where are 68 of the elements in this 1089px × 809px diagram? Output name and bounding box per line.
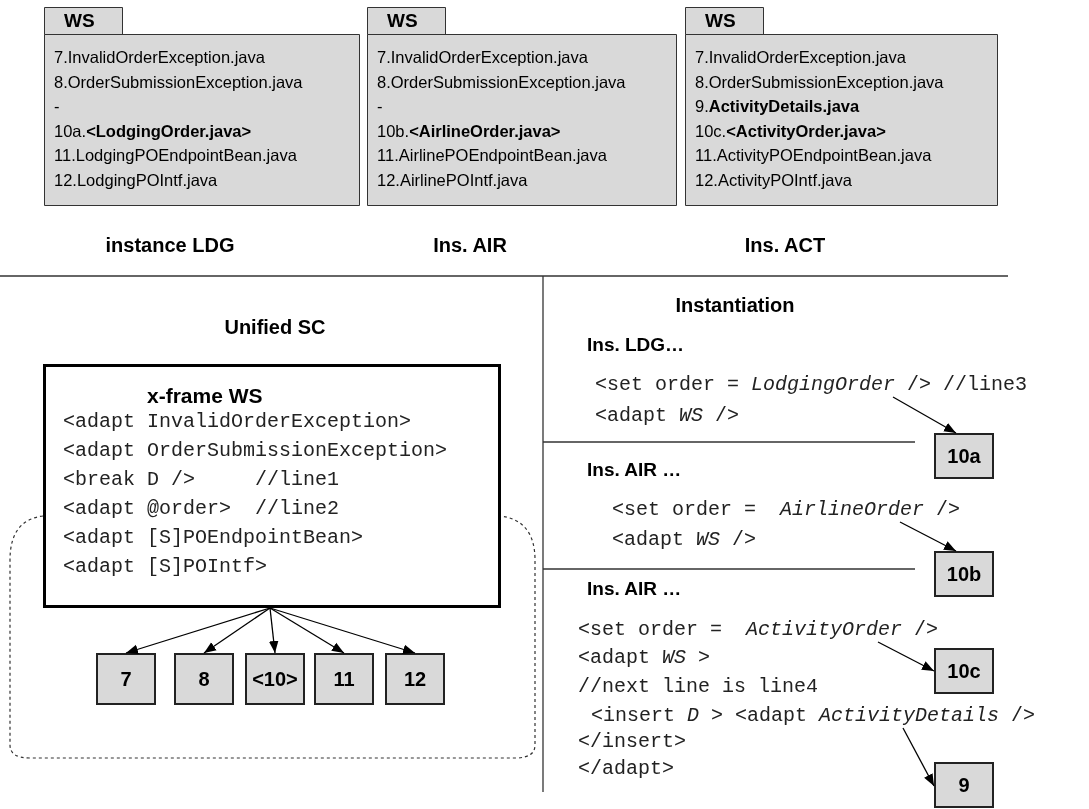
arrow bbox=[125, 607, 271, 654]
code-line: <adapt WS /> bbox=[595, 404, 740, 428]
code-line: <adapt [S]POEndpointBean> bbox=[63, 526, 364, 550]
number-box: 11 bbox=[314, 653, 374, 705]
instance-heading: Ins. AIR … bbox=[587, 578, 682, 600]
code-line: <adapt WS > bbox=[578, 646, 711, 670]
frame-box bbox=[43, 364, 501, 608]
file-name: 11.AirlinePOEndpointBean.java bbox=[377, 145, 607, 166]
file-name: 12.AirlinePOIntf.java bbox=[377, 170, 528, 190]
code-line: </adapt> bbox=[578, 757, 674, 781]
file-name: 8.OrderSubmissionException.java bbox=[54, 71, 303, 92]
arrow bbox=[203, 607, 271, 654]
file-name: 12.ActivityPOIntf.java bbox=[695, 170, 852, 190]
number-box: 9 bbox=[934, 762, 994, 808]
file-name: - bbox=[377, 96, 383, 117]
code-line: <set order = ActivityOrder /> bbox=[578, 618, 939, 642]
file-name: 11.LodgingPOEndpointBean.java bbox=[54, 145, 297, 166]
file-name: 12.LodgingPOIntf.java bbox=[54, 170, 218, 190]
instance-caption: Ins. AIR bbox=[433, 233, 507, 257]
section-heading: Instantiation bbox=[675, 293, 795, 317]
code-line: <set order = AirlineOrder /> bbox=[612, 498, 961, 522]
code-line: <adapt @order> //line2 bbox=[63, 497, 340, 521]
code-line: </insert> bbox=[578, 730, 687, 754]
arrow bbox=[269, 607, 345, 654]
file-name: 7.InvalidOrderException.java bbox=[377, 47, 588, 67]
file-name: 8.OrderSubmissionException.java bbox=[377, 71, 626, 92]
instance-heading: Ins. AIR … bbox=[587, 459, 682, 481]
arrow bbox=[269, 607, 416, 655]
number-box: 8 bbox=[174, 653, 234, 705]
file-name: 10c.<ActivityOrder.java> bbox=[695, 120, 886, 141]
instance-caption: instance LDG bbox=[105, 233, 235, 257]
folder-tab-label: WS bbox=[387, 10, 418, 32]
arrow bbox=[877, 641, 935, 672]
number-box: 12 bbox=[385, 653, 445, 705]
code-line: <adapt OrderSubmissionException> bbox=[63, 439, 448, 463]
arrow bbox=[268, 607, 279, 654]
file-name: 9.ActivityDetails.java bbox=[695, 96, 860, 117]
file-name: 8.OrderSubmissionException.java bbox=[695, 71, 944, 92]
arrow bbox=[902, 727, 935, 787]
number-box: 10c bbox=[934, 648, 994, 694]
number-box: 10a bbox=[934, 433, 994, 479]
number-box: <10> bbox=[245, 653, 305, 705]
instance-heading: Ins. LDG… bbox=[587, 334, 685, 356]
code-line: <adapt [S]POIntf> bbox=[63, 555, 268, 579]
folder-shape bbox=[44, 7, 360, 206]
file-name: 7.InvalidOrderException.java bbox=[54, 47, 265, 67]
arrow bbox=[892, 396, 957, 434]
number-box: 10b bbox=[934, 551, 994, 597]
code-line: <set order = LodgingOrder /> //line3 bbox=[595, 373, 1028, 397]
instance-caption: Ins. ACT bbox=[744, 233, 826, 257]
code-line: <break D /> //line1 bbox=[63, 468, 340, 492]
section-heading: Unified SC bbox=[224, 315, 326, 339]
folder-tab-label: WS bbox=[64, 10, 95, 32]
file-name: 10b.<AirlineOrder.java> bbox=[377, 120, 561, 141]
file-name: - bbox=[54, 96, 60, 117]
file-name: 7.InvalidOrderException.java bbox=[695, 47, 906, 67]
code-line: <insert D > <adapt ActivityDetails /> bbox=[591, 704, 1036, 728]
arrow bbox=[899, 521, 957, 552]
frame-title: x-frame WS bbox=[147, 384, 263, 408]
code-line: <adapt InvalidOrderException> bbox=[63, 410, 412, 434]
file-name: 10a.<LodgingOrder.java> bbox=[54, 120, 252, 141]
number-box: 7 bbox=[96, 653, 156, 705]
code-line: <adapt WS /> bbox=[612, 528, 757, 552]
file-name: 11.ActivityPOEndpointBean.java bbox=[695, 145, 932, 166]
folder-tab-label: WS bbox=[705, 10, 736, 32]
folder-shape bbox=[367, 7, 677, 206]
folder-shape bbox=[685, 7, 998, 206]
code-line: //next line is line4 bbox=[578, 675, 819, 699]
